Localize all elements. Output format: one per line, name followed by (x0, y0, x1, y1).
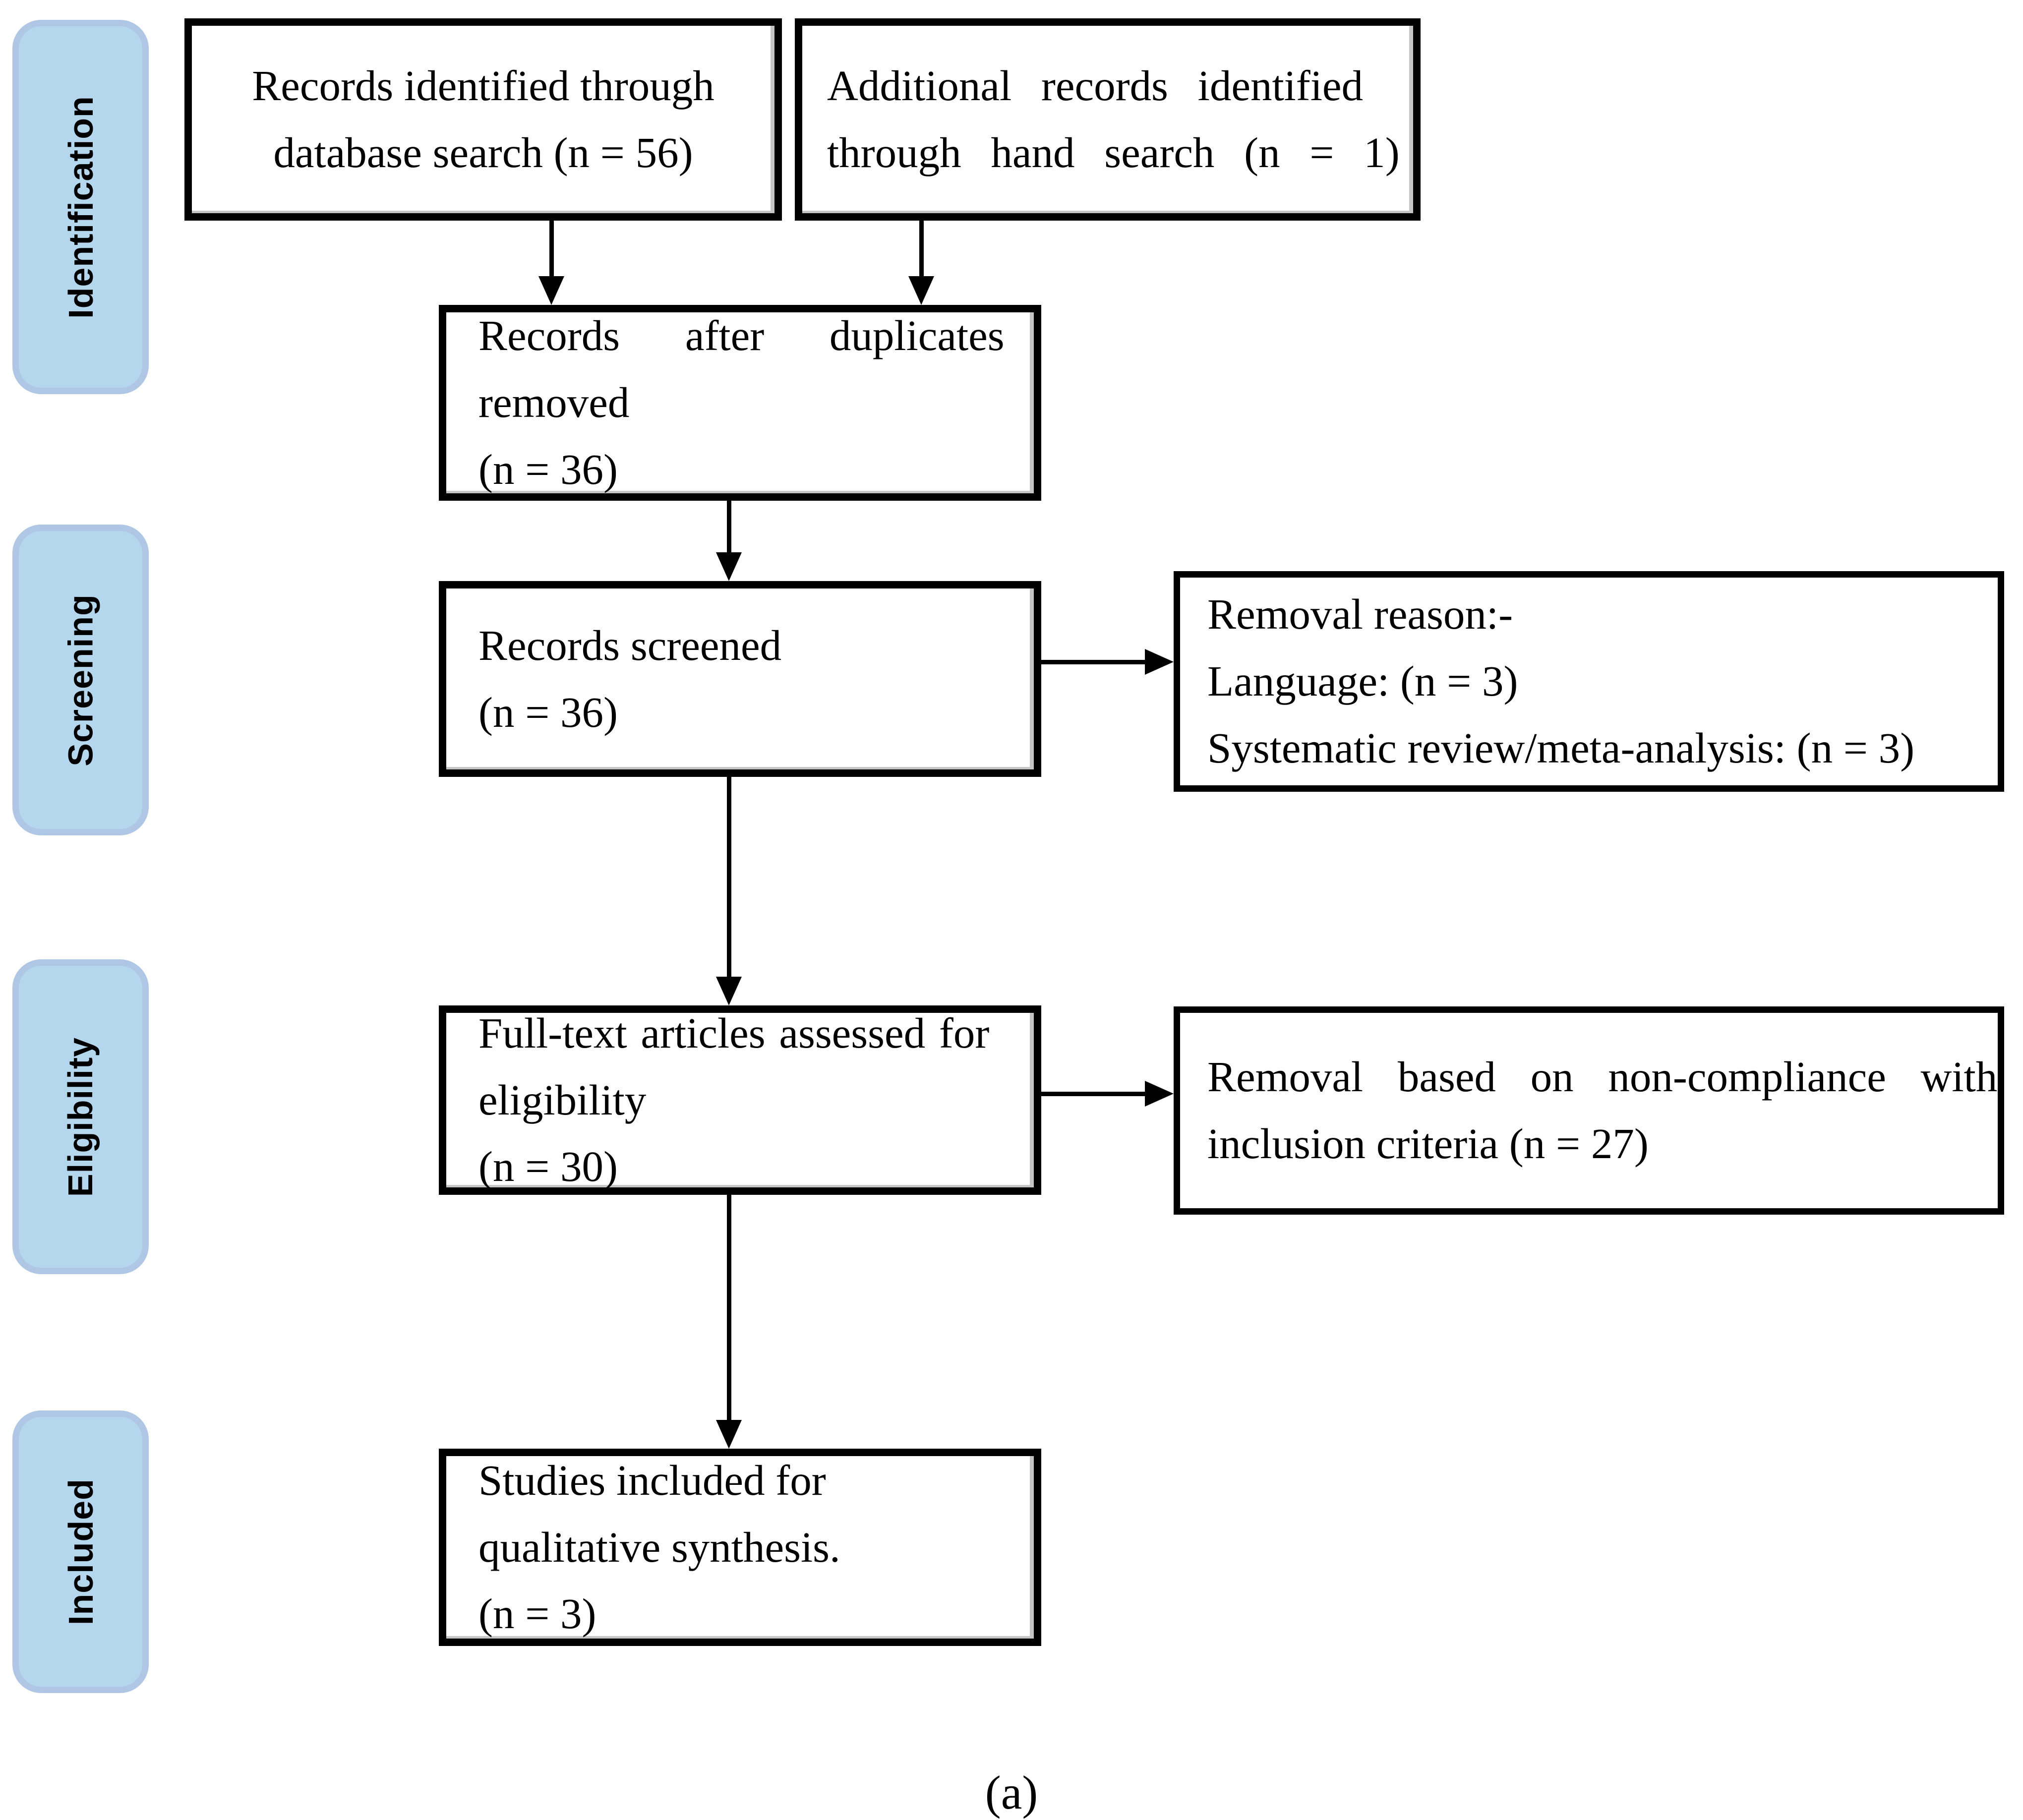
stage-screening: Screening (12, 525, 149, 835)
box-records-screened-line2: (n = 36) (478, 688, 618, 736)
box-fulltext-assessed: Full-text articles assessed for eligibil… (439, 1005, 1041, 1195)
box-removal-noncompliance-line1: Removal based on non-compliance with (1207, 1053, 1998, 1101)
box-records-screened: Records screened (n = 36) (439, 581, 1041, 777)
stage-included-label: Included (61, 1478, 100, 1625)
stage-identification-label: Identification (61, 95, 100, 319)
arrow-database-to-dedup-line (549, 221, 554, 279)
box-records-screened-line1: Records screened (478, 621, 782, 669)
arrow-dedup-to-screened-line (727, 501, 731, 554)
box-records-database-search-line2: database search (n = 56) (273, 128, 693, 176)
box-removal-noncompliance: Removal based on non-compliance with inc… (1174, 1006, 2004, 1215)
stage-eligibility: Eligibility (12, 959, 149, 1274)
arrow-database-to-dedup-head (538, 276, 564, 305)
arrow-dedup-to-screened-head (716, 552, 742, 581)
box-records-database-search-line1: Records identified through (252, 61, 714, 110)
arrow-fulltext-to-included-head (716, 1420, 742, 1449)
arrow-screened-to-fulltext-head (716, 977, 742, 1005)
box-fulltext-assessed-line1: Full-text articles assessed for (478, 1008, 990, 1057)
box-additional-records-hand-search: Additional records identified through ha… (795, 18, 1421, 221)
arrow-handsearch-to-dedup-line (919, 221, 924, 279)
box-studies-included: Studies included for qualitative synthes… (439, 1449, 1041, 1646)
box-fulltext-assessed-line3: (n = 30) (478, 1142, 618, 1191)
figure-caption: (a) (985, 1766, 1038, 1819)
arrow-fulltext-to-removal-noncompliance-head (1145, 1081, 1174, 1107)
box-records-after-duplicates-line2: removed (478, 378, 630, 427)
box-removal-reason: Removal reason:- Language: (n = 3) Syste… (1174, 571, 2004, 792)
box-removal-noncompliance-line2: inclusion criteria (n = 27) (1207, 1119, 1649, 1168)
stage-identification: Identification (12, 20, 149, 394)
box-fulltext-assessed-line2: eligibility (478, 1075, 647, 1124)
arrow-screened-to-fulltext-line (727, 777, 731, 979)
stage-eligibility-label: Eligibility (61, 1037, 100, 1197)
arrow-screened-to-removal-reason-line (1041, 660, 1147, 664)
box-additional-records-line2: through hand search (n = 1) (827, 128, 1400, 176)
box-removal-reason-line2: Language: (n = 3) (1207, 657, 1518, 705)
stage-screening-label: Screening (61, 593, 100, 766)
box-studies-included-line3: (n = 3) (478, 1589, 596, 1638)
arrow-handsearch-to-dedup-head (908, 276, 934, 305)
arrow-fulltext-to-removal-noncompliance-line (1041, 1092, 1147, 1096)
box-records-database-search: Records identified through database sear… (184, 18, 782, 221)
box-records-after-duplicates-line1: Records after duplicates (478, 311, 1005, 360)
box-removal-reason-line1: Removal reason:- (1207, 590, 1513, 639)
arrow-fulltext-to-included-line (727, 1195, 731, 1422)
box-additional-records-line1: Additional records identified (827, 61, 1364, 110)
box-records-after-duplicates: Records after duplicates removed (n = 36… (439, 305, 1041, 501)
box-studies-included-line2: qualitative synthesis. (478, 1523, 840, 1571)
box-studies-included-line1: Studies included for (478, 1456, 826, 1504)
arrow-screened-to-removal-reason-head (1145, 649, 1174, 675)
box-removal-reason-line3: Systematic review/meta-analysis: (n = 3) (1207, 723, 1915, 772)
stage-included: Included (12, 1410, 149, 1693)
box-records-after-duplicates-line3: (n = 36) (478, 445, 618, 493)
